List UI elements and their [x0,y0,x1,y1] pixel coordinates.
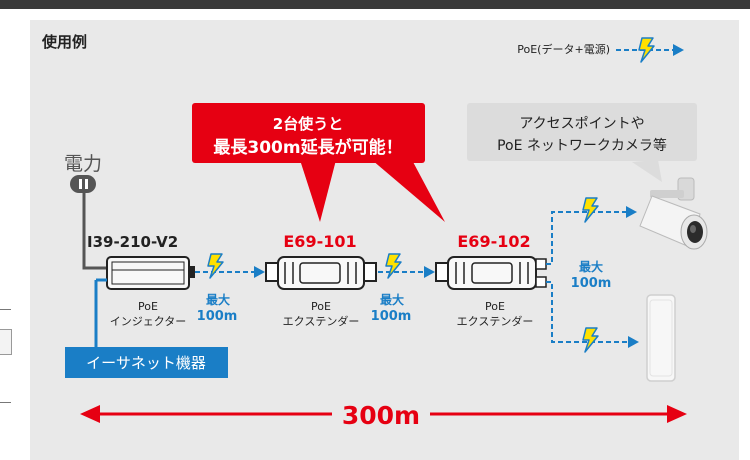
edge-line-bottom [0,402,11,403]
injector-desc: インジェクター [110,315,187,328]
lightning-icon [582,327,599,353]
lightning-icon [385,253,402,279]
callout-gray-line1: アクセスポイントや [519,116,644,132]
max-label-1: 最大 [206,292,230,307]
ethernet-label: イーサネット機器 [86,354,206,372]
max-distance-3: 100m [571,276,612,291]
extender1-name: PoE [311,300,331,313]
extender1-device [265,256,377,290]
arrow-right-icon [628,336,639,348]
power-label: 電力 [64,153,102,175]
arrow-right-icon [673,44,684,56]
lightning-icon [582,197,599,223]
extender1-desc: エクステンダー [283,314,360,328]
heading: 使用例 [41,33,87,51]
lightning-icon [207,253,224,279]
extender2-model: E69-102 [457,232,530,251]
diagram-panel [30,20,739,460]
legend: PoE(データ+電源) [517,37,684,63]
plug-icon [70,175,96,193]
max-label-3: 最大 [579,259,603,274]
extender2-desc: エクステンダー [457,314,534,328]
max-distance-2: 100m [371,309,412,324]
extender2-name: PoE [485,300,505,313]
callout-red-line2: 最長300m延長が可能！ [213,137,402,158]
camera-icon [639,177,708,250]
edge-tab [0,329,12,355]
injector-name: PoE [138,300,158,313]
access-point-icon [646,294,676,382]
top-bar [0,0,750,9]
injector-device [106,256,195,290]
arrow-right-icon [626,206,637,218]
total-distance: 300m [342,401,420,430]
max-label-2: 最大 [380,292,404,307]
callout-gray-line2: PoE ネットワークカメラ等 [497,137,667,154]
power-cable [82,193,107,270]
distance-arrow [80,405,687,423]
arrow-right-icon [254,266,265,278]
callout-red-line1: 2台使うと [273,115,343,133]
injector-model: I39-210-V2 [87,233,178,251]
extender1-model: E69-101 [283,232,356,251]
extender2-device [435,256,547,290]
edge-line-top [0,309,11,310]
poe-line-camera [546,211,626,265]
legend-label: PoE(データ+電源) [517,42,610,56]
arrow-right-icon [424,266,435,278]
callout-gray: アクセスポイントや PoE ネットワークカメラ等 [467,103,697,182]
callout-red: 2台使うと 最長300m延長が可能！ [192,103,445,222]
ethernet-device-box [65,347,228,378]
max-distance-1: 100m [197,309,238,324]
